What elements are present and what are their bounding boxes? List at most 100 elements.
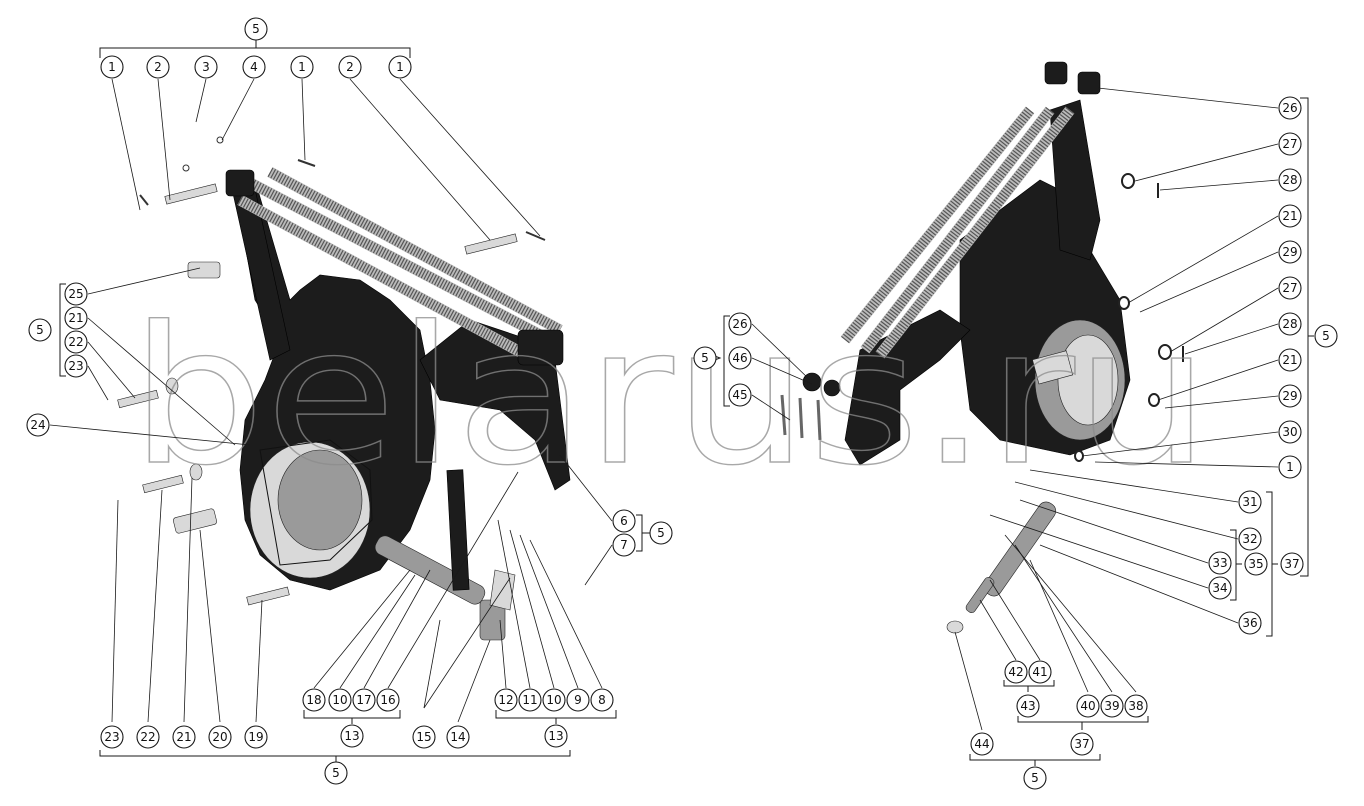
callout-circle (1278, 312, 1302, 336)
right-callout-38: 38 (1124, 694, 1148, 718)
callout-circle (352, 688, 376, 712)
callout-circle (338, 55, 362, 79)
callout-circle (324, 761, 348, 785)
right-callout-28: 28 (1278, 312, 1302, 336)
left-callout-12: 12 (494, 688, 518, 712)
callout-circle (590, 688, 614, 712)
callout-number: 20 (212, 730, 227, 744)
callout-number: 8 (598, 693, 606, 707)
callout-number: 11 (522, 693, 537, 707)
left-callout-2: 2 (338, 55, 362, 79)
left-callout-16: 16 (376, 688, 400, 712)
right-callout-1: 1 (1278, 455, 1302, 479)
callout-number: 30 (1282, 425, 1297, 439)
right-callout-5: 5 (693, 346, 717, 370)
callout-circle (194, 55, 218, 79)
callout-number: 29 (1282, 389, 1297, 403)
callout-circle (544, 724, 568, 748)
callout-circle (290, 55, 314, 79)
left-callout-1: 1 (388, 55, 412, 79)
callout-circle (446, 725, 470, 749)
callout-number: 13 (344, 729, 359, 743)
callout-circle (1238, 527, 1262, 551)
callout-number: 1 (108, 60, 116, 74)
callout-circle (1278, 168, 1302, 192)
callout-circle (1124, 694, 1148, 718)
left-callout-1: 1 (100, 55, 124, 79)
left-callout-19: 19 (244, 725, 268, 749)
left-callout-5: 5 (244, 17, 268, 41)
callout-number: 35 (1248, 557, 1263, 571)
callout-number: 33 (1212, 556, 1227, 570)
callout-circle (728, 312, 752, 336)
callout-number: 28 (1282, 317, 1297, 331)
callout-circle (244, 725, 268, 749)
callout-circle (1244, 552, 1268, 576)
callout-circle (64, 282, 88, 306)
callout-number: 24 (30, 418, 45, 432)
callout-circle (208, 725, 232, 749)
right-callout-21: 21 (1278, 204, 1302, 228)
callout-number: 41 (1032, 665, 1047, 679)
right-callout-29: 29 (1278, 384, 1302, 408)
callout-number: 23 (104, 730, 119, 744)
callout-number: 22 (140, 730, 155, 744)
callout-circle (1238, 490, 1262, 514)
callout-number: 5 (701, 351, 709, 365)
callout-number: 32 (1242, 532, 1257, 546)
callout-number: 1 (298, 60, 306, 74)
callout-number: 21 (68, 311, 83, 325)
callout-circle (388, 55, 412, 79)
right-assembly-illustration (780, 61, 1184, 634)
right-callout-37: 37 (1280, 552, 1304, 576)
left-callout-2: 2 (146, 55, 170, 79)
right-callout-45: 45 (728, 383, 752, 407)
right-callout-41: 41 (1028, 660, 1052, 684)
callout-circle (28, 318, 52, 342)
callout-circle (566, 688, 590, 712)
left-callout-21: 21 (172, 725, 196, 749)
callout-circle (1278, 384, 1302, 408)
callout-number: 21 (1282, 353, 1297, 367)
right-callout-32: 32 (1238, 527, 1262, 551)
callout-circle (376, 688, 400, 712)
callout-number: 26 (1282, 101, 1297, 115)
callout-number: 1 (1286, 460, 1294, 474)
callout-circle (1004, 660, 1028, 684)
callout-circle (1278, 240, 1302, 264)
callout-number: 2 (346, 60, 354, 74)
left-callout-22: 22 (64, 330, 88, 354)
left-callout-15: 15 (412, 725, 436, 749)
right-callout-46: 46 (728, 346, 752, 370)
callout-number: 9 (574, 693, 582, 707)
callout-number: 34 (1212, 581, 1227, 595)
callout-number: 46 (732, 351, 747, 365)
callout-number: 37 (1284, 557, 1299, 571)
callout-number: 5 (657, 526, 665, 540)
left-callout-9: 9 (566, 688, 590, 712)
callout-circle (1278, 96, 1302, 120)
callout-number: 25 (68, 287, 83, 301)
callout-circle (612, 509, 636, 533)
callout-number: 10 (332, 693, 347, 707)
callout-circle (728, 383, 752, 407)
right-callout-40: 40 (1076, 694, 1100, 718)
callout-circle (100, 55, 124, 79)
callout-number: 1 (396, 60, 404, 74)
left-callout-21: 21 (64, 306, 88, 330)
left-callout-23: 23 (64, 354, 88, 378)
callout-number: 29 (1282, 245, 1297, 259)
callout-circle (542, 688, 566, 712)
callout-circle (1076, 694, 1100, 718)
right-callout-37: 37 (1070, 732, 1094, 756)
left-callout-11: 11 (518, 688, 542, 712)
left-callout-13: 13 (340, 724, 364, 748)
left-callout-25: 25 (64, 282, 88, 306)
callout-number: 19 (248, 730, 263, 744)
right-callout-27: 27 (1278, 276, 1302, 300)
left-callout-1: 1 (290, 55, 314, 79)
callout-number: 18 (306, 693, 321, 707)
watermark: belarus.ru (130, 286, 1210, 507)
left-callout-24: 24 (26, 413, 50, 437)
